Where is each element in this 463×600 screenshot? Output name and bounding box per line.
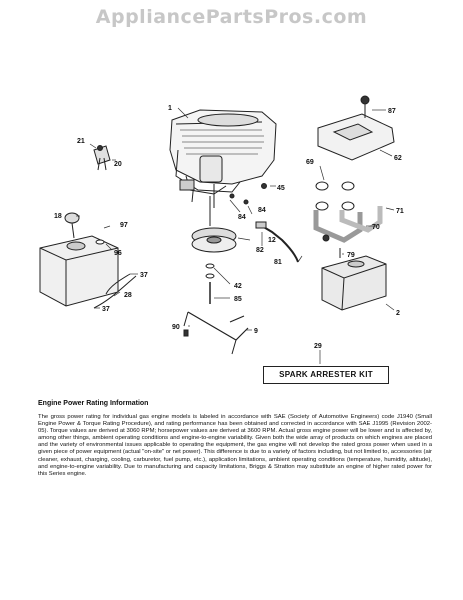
engine-power-rating-text: The gross power rating for individual ga… [38, 414, 432, 477]
callout-70: 70 [372, 224, 380, 231]
spark-arrester-kit-label: SPARK ARRESTER KIT [263, 366, 389, 384]
callout-21: 21 [77, 138, 85, 145]
exhaust-tubes [313, 181, 383, 258]
callout-20: 20 [114, 161, 122, 168]
air-cleaner-cover [317, 95, 395, 161]
engine [169, 109, 277, 208]
control-bracket [183, 311, 249, 355]
watermark: AppliancePartsPros.com [95, 6, 368, 28]
callout-90: 90 [172, 324, 180, 331]
fuel-line [255, 221, 299, 263]
callout-9: 9 [254, 328, 258, 335]
muffler [321, 255, 387, 311]
callout-1: 1 [168, 105, 172, 112]
leader-lines [76, 107, 395, 364]
callout-37-bottom: 37 [102, 306, 110, 313]
callout-42: 42 [234, 283, 242, 290]
bolts [229, 183, 267, 205]
throttle-control [93, 145, 111, 171]
callout-69: 69 [306, 159, 314, 166]
callout-84-left: 84 [238, 214, 246, 221]
callout-2: 2 [396, 310, 400, 317]
callout-97: 97 [120, 222, 128, 229]
callout-85: 85 [234, 296, 242, 303]
callout-81: 81 [274, 259, 282, 266]
pulley [191, 196, 237, 304]
fuel-tank [39, 212, 137, 309]
callout-37-top: 37 [140, 272, 148, 279]
section-title: Engine Power Rating Information [38, 400, 149, 407]
callout-29: 29 [314, 343, 322, 350]
callout-18: 18 [54, 213, 62, 220]
callout-82: 82 [256, 247, 264, 254]
callout-62: 62 [394, 155, 402, 162]
callout-28: 28 [124, 292, 132, 299]
callout-79: 79 [347, 252, 355, 259]
callout-45: 45 [277, 185, 285, 192]
callout-71: 71 [396, 208, 404, 215]
callout-12: 12 [268, 237, 276, 244]
callout-84-right: 84 [258, 207, 266, 214]
callout-87: 87 [388, 108, 396, 115]
callout-96: 96 [114, 250, 122, 257]
